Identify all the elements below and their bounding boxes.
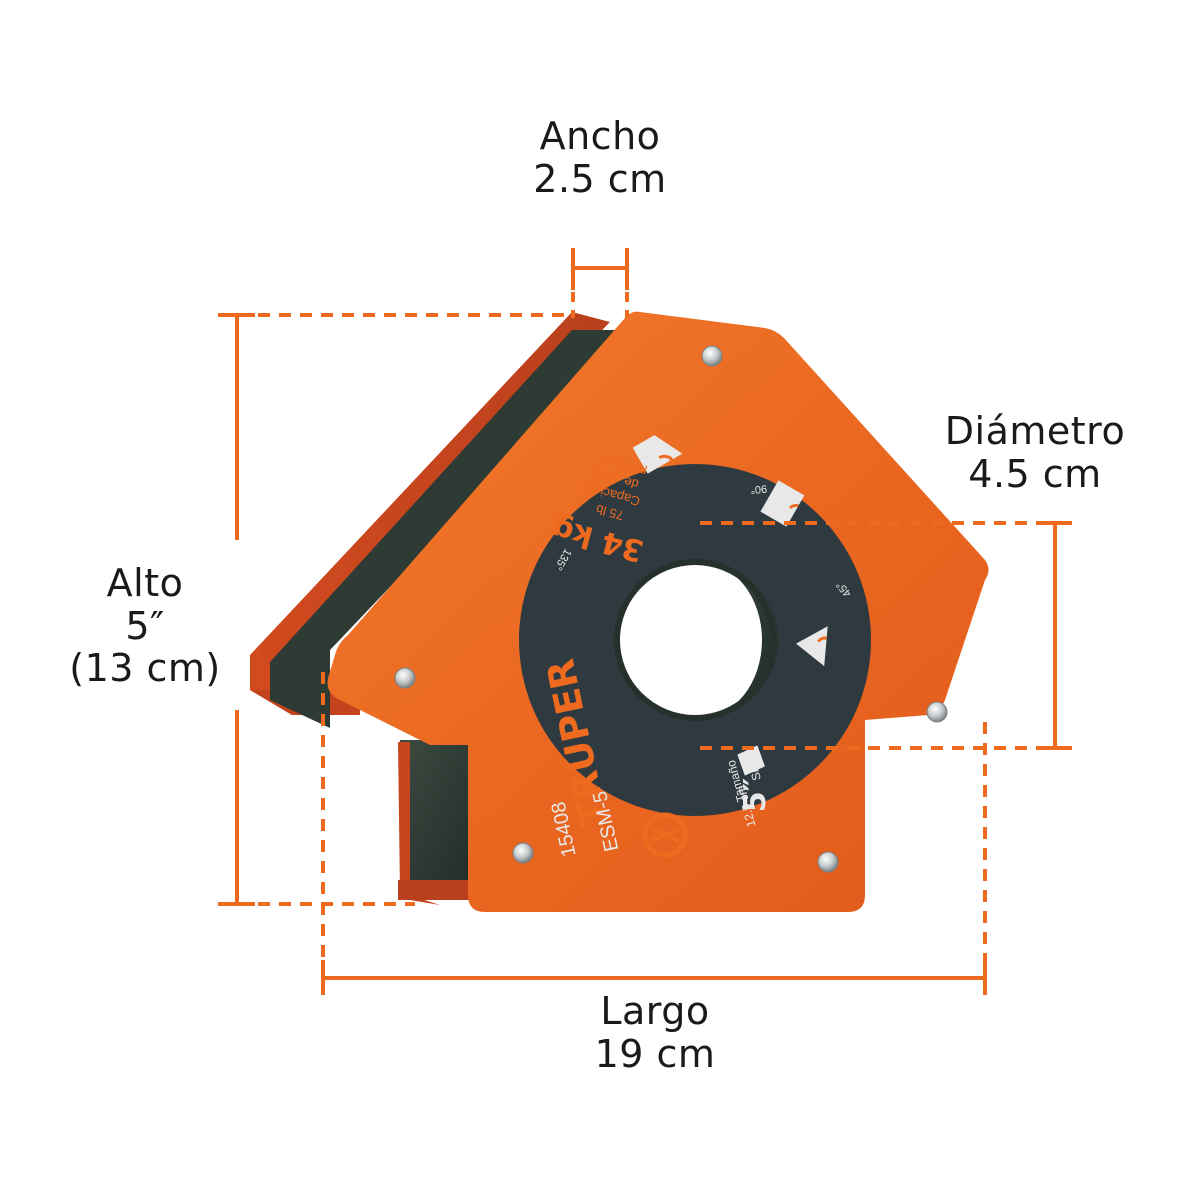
angle-icon-90 [760, 480, 805, 527]
capacity-lb: 75 lb [594, 502, 625, 524]
magnet-hole-rim [614, 559, 776, 721]
angle-icon-135 [632, 435, 683, 474]
back-foot-plate-edge [398, 880, 480, 900]
diameter-label-title: Diámetro [944, 409, 1126, 453]
magnet-hole-inner [700, 562, 778, 718]
brand-emblem [642, 812, 688, 858]
angle-label-90: 90° [750, 482, 768, 495]
height-label: Alto 5″ (13 cm) [60, 562, 230, 690]
back-foot-plate [398, 742, 440, 905]
diameter-label-value: 4.5 cm [968, 451, 1102, 496]
width-label: Ancho 2.5 cm [500, 115, 700, 200]
length-dimension [321, 672, 987, 995]
length-label: Largo 19 cm [555, 990, 755, 1075]
rivet [512, 842, 534, 864]
size-label-en: Size [744, 756, 764, 782]
height-label-title: Alto [106, 561, 184, 605]
angle-icon-45 [796, 626, 828, 667]
width-label-value: 2.5 cm [533, 156, 667, 201]
rivet [926, 701, 948, 723]
width-label-title: Ancho [539, 114, 661, 158]
height-dimension [218, 313, 572, 906]
magnet-hole-outer [617, 562, 773, 718]
length-label-value: 19 cm [594, 1031, 716, 1076]
diameter-label: Diámetro 4.5 cm [920, 410, 1150, 495]
size-value: 5″ [738, 778, 773, 812]
height-label-value: 5″ [125, 603, 165, 648]
rivet [394, 667, 416, 689]
size-icon [737, 745, 765, 776]
magnet-core-foot [400, 740, 480, 895]
rivet [701, 345, 723, 367]
width-dimension [571, 248, 629, 318]
height-label-metric: (13 cm) [69, 646, 221, 691]
rivet [817, 851, 839, 873]
length-label-title: Largo [600, 989, 710, 1033]
